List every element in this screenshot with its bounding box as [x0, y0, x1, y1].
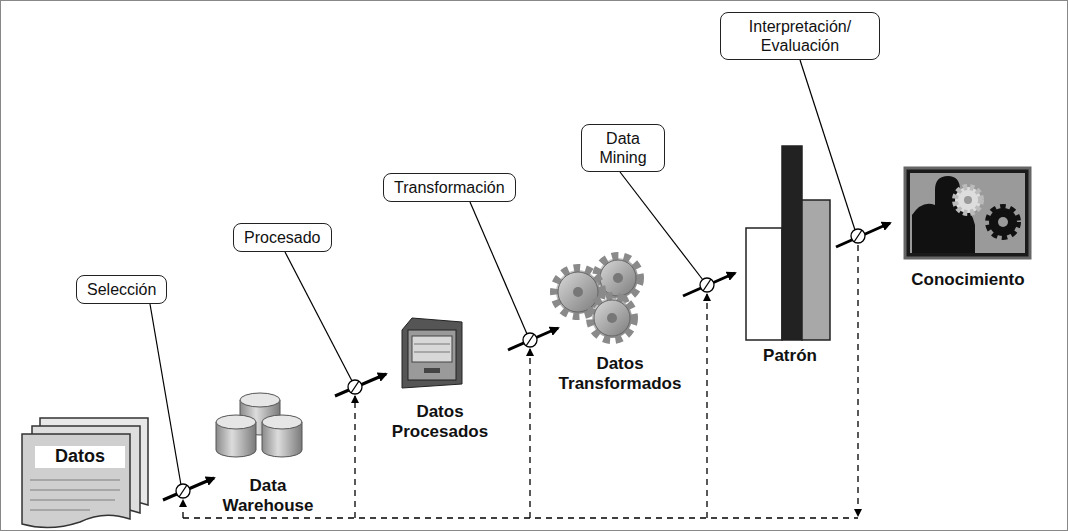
valve-circles — [176, 229, 865, 498]
file-cabinet — [402, 318, 462, 388]
callout-box: Data Mining — [581, 124, 665, 172]
callout-text: Selección — [87, 280, 156, 299]
callout-text: Procesado — [244, 228, 321, 247]
stage-label: Datos — [35, 446, 125, 468]
warehouse-cylinders — [216, 393, 302, 457]
callout-text: Interpretación/ Evaluación — [731, 17, 869, 55]
callout-box: Interpretación/ Evaluación — [720, 12, 880, 60]
document-stack — [22, 418, 148, 528]
callout-box: Transformación — [383, 173, 516, 202]
stage-label: Datos Procesados — [385, 402, 495, 443]
gears — [556, 258, 638, 338]
callout-text: Transformación — [394, 178, 505, 197]
leader-lines — [150, 60, 855, 485]
stage-label: Patrón — [745, 346, 835, 366]
stage-label: Datos Transformados — [550, 354, 690, 395]
knowledge-picture — [905, 168, 1030, 258]
pattern-bars — [746, 146, 830, 340]
callout-box: Selección — [76, 275, 167, 304]
flow-arrows — [163, 223, 890, 500]
feedback-lines — [183, 245, 858, 518]
callout-box: Procesado — [233, 223, 332, 252]
stage-label: Conocimiento — [898, 270, 1038, 290]
callout-text: Data Mining — [592, 129, 654, 167]
stage-label: Data Warehouse — [213, 476, 323, 517]
